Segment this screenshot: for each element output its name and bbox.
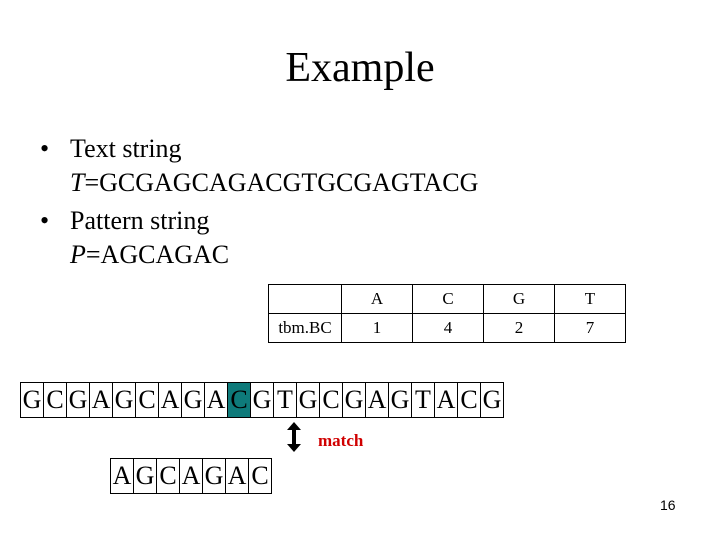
page-number: 16: [660, 497, 676, 513]
bullet-point: •: [40, 206, 50, 235]
sequence-cell: C: [319, 382, 343, 418]
pattern-string-value: P=AGCAGAC: [40, 238, 680, 272]
pattern-var: P: [70, 240, 86, 269]
bc-header-cell: T: [554, 284, 626, 314]
double-arrow-icon: [287, 422, 301, 452]
bullet-label: Text string: [70, 134, 182, 163]
sequence-cell: G: [20, 382, 44, 418]
sequence-cell: G: [250, 382, 274, 418]
sequence-cell: G: [480, 382, 504, 418]
sequence-cell: C: [156, 458, 180, 494]
sequence-cell: G: [112, 382, 136, 418]
sequence-cell: A: [89, 382, 113, 418]
bullet-point: •: [40, 134, 50, 163]
bc-value-row: tbm.BC 1 4 2 7: [268, 313, 626, 343]
bc-value-cell: 2: [483, 313, 555, 343]
sequence-cell: A: [110, 458, 134, 494]
slide-title: Example: [285, 45, 435, 91]
sequence-cell: A: [225, 458, 249, 494]
sequence-cell: C: [457, 382, 481, 418]
text-string-value: T=GCGAGCAGACGTGCGAGTACG: [40, 166, 680, 200]
sequence-cell: C: [43, 382, 67, 418]
sequence-cell: G: [202, 458, 226, 494]
bad-character-table: A C G T tbm.BC 1 4 2 7: [268, 284, 626, 343]
sequence-cell: C: [248, 458, 272, 494]
sequence-cell: A: [434, 382, 458, 418]
pattern-value: =AGCAGAC: [85, 240, 230, 269]
bullet-text-string: • Text string: [40, 132, 680, 166]
sequence-cell: G: [66, 382, 90, 418]
bc-value-cell: 7: [554, 313, 626, 343]
sequence-cell: T: [273, 382, 297, 418]
sequence-cell: T: [411, 382, 435, 418]
sequence-cell: G: [342, 382, 366, 418]
bc-corner-cell: [268, 284, 342, 314]
sequence-cell: G: [181, 382, 205, 418]
text-value: =GCGAGCAGACGTGCGAGTACG: [84, 168, 479, 197]
bc-header-cell: C: [412, 284, 484, 314]
bc-row-label: tbm.BC: [268, 313, 342, 343]
bc-value-cell: 1: [341, 313, 413, 343]
bc-header-cell: G: [483, 284, 555, 314]
sequence-cell: A: [158, 382, 182, 418]
sequence-cell: C: [227, 382, 251, 418]
sequence-cell: G: [133, 458, 157, 494]
bc-value-cell: 4: [412, 313, 484, 343]
sequence-cell: A: [204, 382, 228, 418]
match-label: match: [318, 431, 364, 450]
sequence-cell: G: [296, 382, 320, 418]
bc-header-cell: A: [341, 284, 413, 314]
bc-header-row: A C G T: [268, 284, 626, 314]
sequence-cell: A: [179, 458, 203, 494]
sequence-cell: A: [365, 382, 389, 418]
text-var: T: [70, 168, 85, 197]
bullet-list: • Text string T=GCGAGCAGACGTGCGAGTACG • …: [40, 132, 680, 276]
bullet-label: Pattern string: [70, 206, 210, 235]
bullet-pattern-string: • Pattern string: [40, 204, 680, 238]
sequence-cell: C: [135, 382, 159, 418]
sequence-cell: G: [388, 382, 412, 418]
